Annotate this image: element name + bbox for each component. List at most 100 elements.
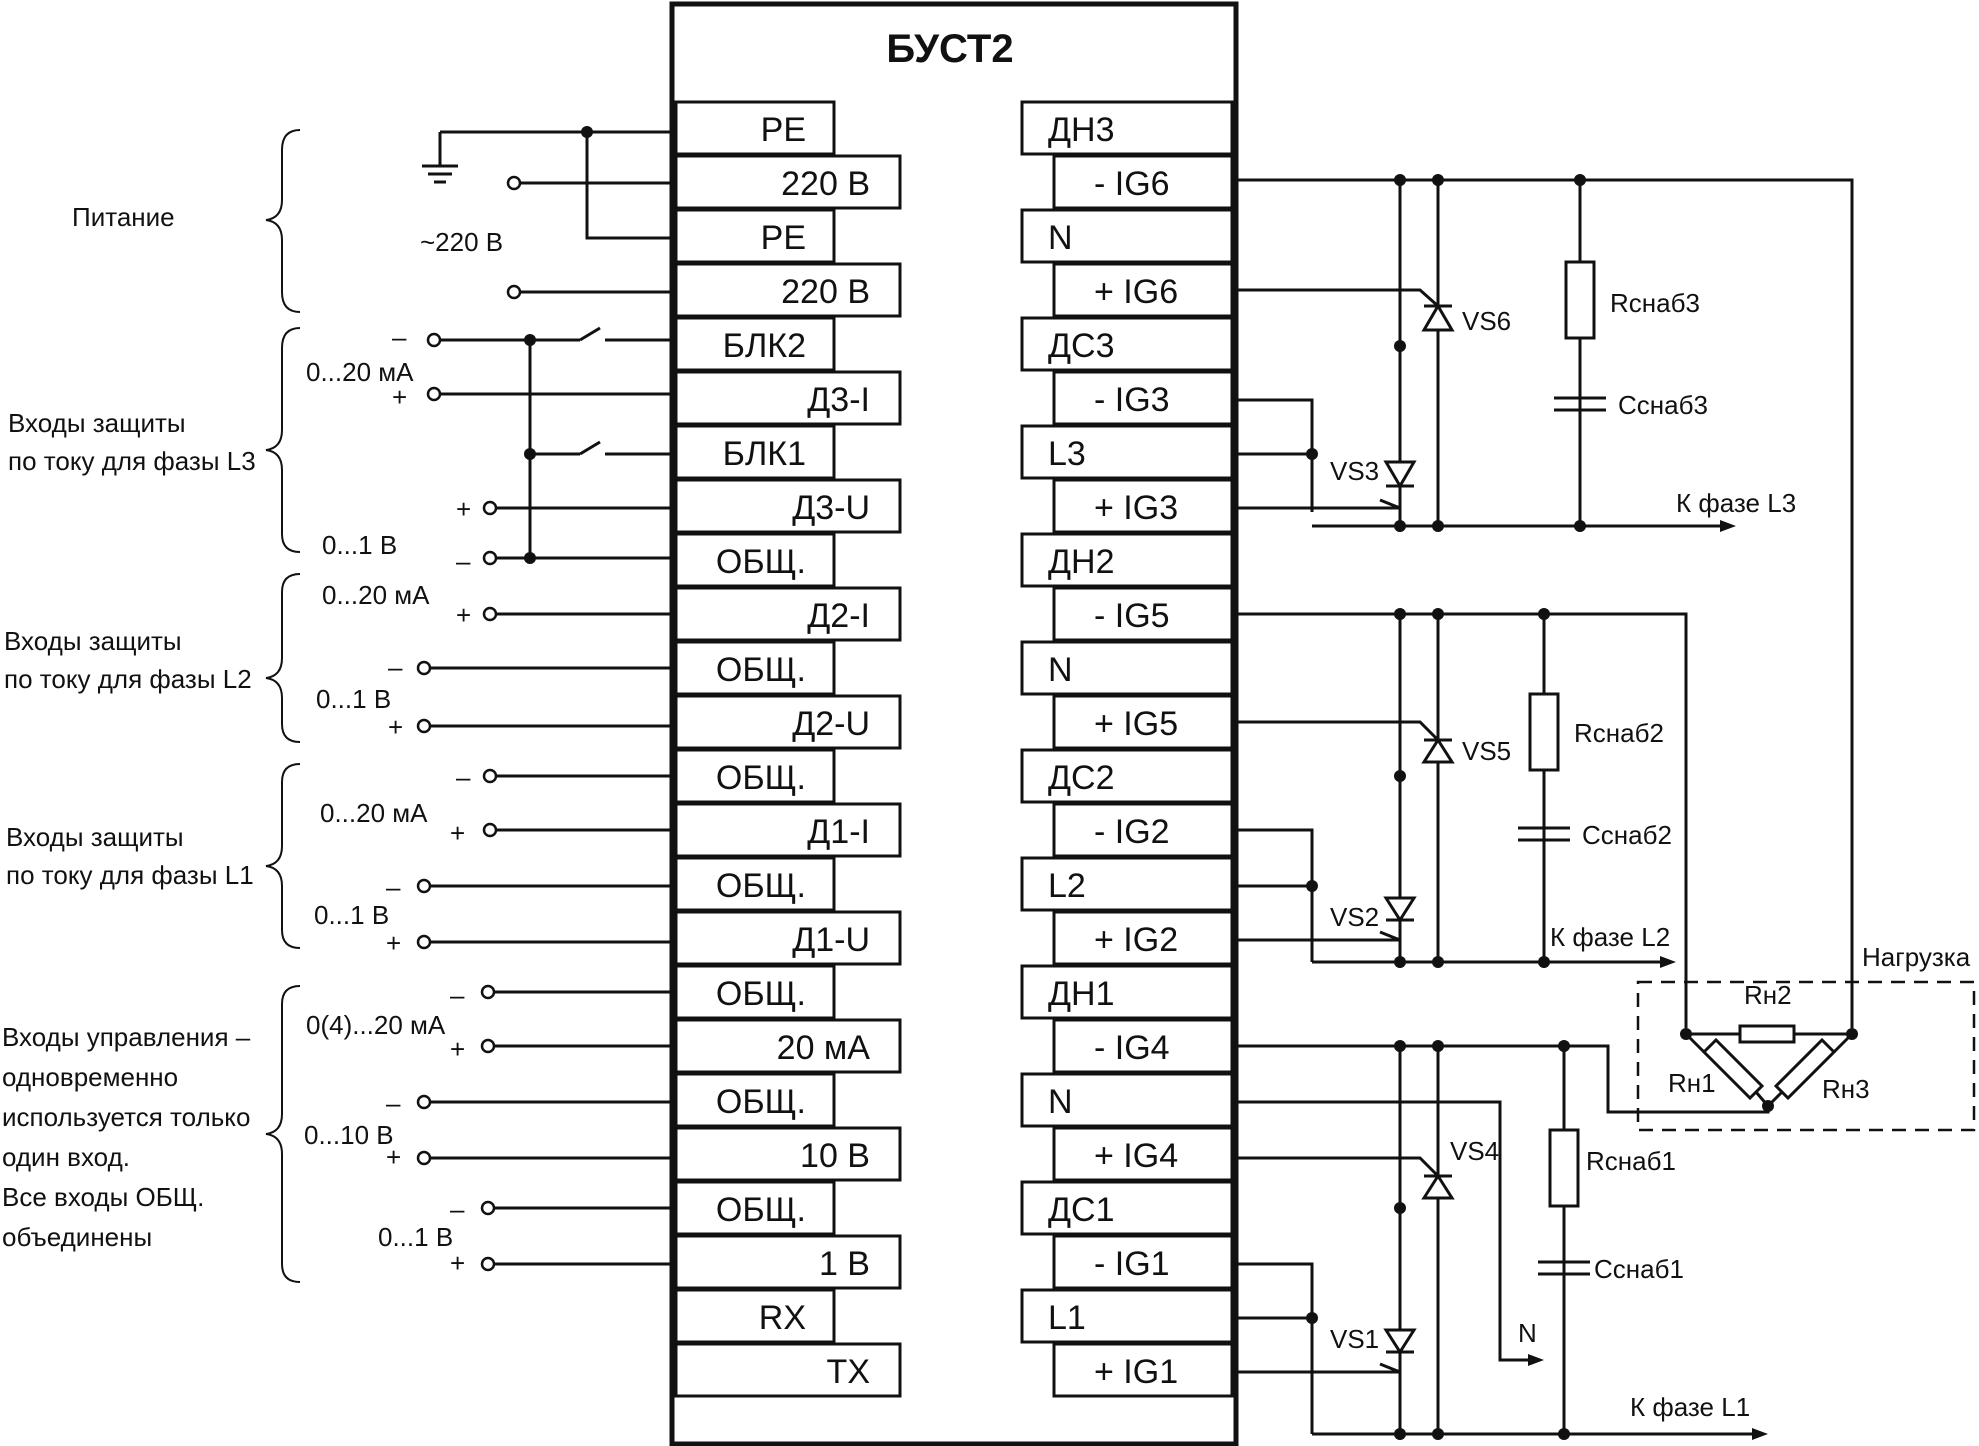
label-rn3: Rн3 xyxy=(1822,1074,1870,1104)
right-terminal-label: - IG6 xyxy=(1094,165,1170,203)
label-csnab1: Cснаб1 xyxy=(1594,1254,1684,1284)
sign-plus: + xyxy=(456,600,471,630)
right-terminal-label: L1 xyxy=(1048,1299,1086,1337)
thyristor-vs4-icon xyxy=(1421,1173,1455,1200)
right-terminal-box xyxy=(1052,154,1234,210)
right-terminal-box xyxy=(1020,640,1234,696)
resistor-rsnab3 xyxy=(1564,260,1596,340)
label-ctrl-1: Входы управления – xyxy=(2,1022,251,1052)
sign-plus: + xyxy=(450,1248,465,1278)
left-terminal-label: PE xyxy=(761,219,806,257)
label-ctrl-10v: 0...10 В xyxy=(304,1120,394,1150)
sign-plus: + xyxy=(388,712,403,742)
left-terminal-box xyxy=(674,208,836,264)
resistor-rn2 xyxy=(1738,1024,1796,1044)
right-terminal-box xyxy=(1052,1126,1234,1182)
left-terminal-box xyxy=(674,802,902,858)
left-terminal-label: ОБЩ. xyxy=(716,867,806,905)
left-terminal-label: Д2-U xyxy=(792,705,870,743)
label-rn2: Rн2 xyxy=(1744,980,1792,1010)
sign-plus: + xyxy=(392,382,407,412)
label-l2-1: Входы защиты xyxy=(4,626,182,656)
sign-minus: – xyxy=(388,652,403,682)
left-terminal-label: Д3-I xyxy=(807,381,870,419)
load-circuit: Нагрузка Rн1 Rн2 Rн3 xyxy=(1636,942,1976,1132)
label-csnab3: Cснаб3 xyxy=(1618,390,1708,420)
left-terminal-box xyxy=(674,316,836,372)
label-vs1: VS1 xyxy=(1330,1324,1379,1354)
label-vs4: VS4 xyxy=(1450,1136,1499,1166)
left-terminal-label: 10 В xyxy=(800,1137,870,1175)
right-terminal-label: ДС3 xyxy=(1048,327,1115,365)
label-vs3: VS3 xyxy=(1330,456,1379,486)
label-vs5: VS5 xyxy=(1462,736,1511,766)
right-terminal-box xyxy=(1052,1342,1234,1398)
label-rsnab3: Rснаб3 xyxy=(1610,288,1700,318)
right-terminal-box xyxy=(1052,478,1234,534)
left-terminal-label: ОБЩ. xyxy=(716,651,806,689)
sign-minus: – xyxy=(386,1088,401,1118)
label-power-voltage: ~220 В xyxy=(420,227,503,257)
left-terminal-label: ОБЩ. xyxy=(716,975,806,1013)
right-terminal-box xyxy=(1020,856,1234,912)
left-terminal-box xyxy=(674,1126,902,1182)
label-ctrl-2: одновременно xyxy=(2,1062,178,1092)
sign-minus: – xyxy=(386,872,401,902)
resistor-rsnab1 xyxy=(1548,1128,1580,1208)
left-terminal-label: БЛК1 xyxy=(723,435,806,473)
label-csnab2: Cснаб2 xyxy=(1582,820,1672,850)
thyristor-vs1-icon xyxy=(1383,1328,1417,1355)
label-ctrl-ma: 0(4)...20 мА xyxy=(306,1010,446,1040)
sign-plus: + xyxy=(450,818,465,848)
left-terminal-label: БЛК2 xyxy=(723,327,806,365)
right-terminal-box xyxy=(1020,424,1234,480)
left-terminal-box xyxy=(674,1234,902,1290)
right-terminal-label: - IG1 xyxy=(1094,1245,1170,1283)
label-l1-1: Входы защиты xyxy=(6,822,184,852)
phase-l2-circuit: VS5 VS2 Rснаб2 Cснаб2 К фазе L2 xyxy=(1236,608,1688,1028)
left-terminal-label: TX xyxy=(827,1353,870,1391)
left-terminal-box xyxy=(674,262,902,318)
label-l2-v: 0...1 В xyxy=(316,684,391,714)
label-phase-l3: К фазе L3 xyxy=(1676,488,1796,518)
right-terminal-box xyxy=(1020,316,1234,372)
sign-plus: + xyxy=(456,494,471,524)
left-terminal-label: ОБЩ. xyxy=(716,543,806,581)
label-l1-v: 0...1 В xyxy=(314,900,389,930)
left-terminal-label: 1 В xyxy=(819,1245,870,1283)
right-terminal-label: L2 xyxy=(1048,867,1086,905)
right-terminal-label: + IG5 xyxy=(1094,705,1178,743)
label-l3-ma: 0...20 мА xyxy=(306,357,414,387)
label-load: Нагрузка xyxy=(1862,942,1971,972)
right-terminal-box xyxy=(1052,1234,1234,1290)
label-l2-2: по току для фазы L2 xyxy=(4,664,252,694)
left-terminal-box xyxy=(674,1288,836,1344)
resistor-rsnab2 xyxy=(1528,692,1560,772)
label-ctrl-3: используется только xyxy=(2,1102,250,1132)
sign-plus: + xyxy=(386,1142,401,1172)
sign-minus: – xyxy=(450,980,465,1010)
brace-control xyxy=(265,985,301,1283)
left-terminal-box xyxy=(674,856,836,912)
left-terminal-box xyxy=(674,910,902,966)
right-terminal-label: ДН2 xyxy=(1048,543,1115,581)
terminal-220v-a xyxy=(506,175,522,191)
right-terminal-label: N xyxy=(1048,219,1073,257)
label-ctrl-4: один вход. xyxy=(2,1142,130,1172)
right-terminal-box xyxy=(1020,532,1234,588)
right-terminal-label: N xyxy=(1048,651,1073,689)
label-rsnab2: Rснаб2 xyxy=(1574,718,1664,748)
right-terminal-box xyxy=(1052,370,1234,426)
right-terminal-label: - IG2 xyxy=(1094,813,1170,851)
right-terminal-box xyxy=(1052,694,1234,750)
left-terminal-label: 20 мА xyxy=(777,1029,871,1067)
load-box xyxy=(1636,980,1976,1132)
label-ctrl-5: Все входы ОБЩ. xyxy=(2,1182,204,1212)
left-terminal-box xyxy=(674,370,902,426)
right-terminal-label: + IG6 xyxy=(1094,273,1178,311)
right-terminal-box xyxy=(1052,262,1234,318)
left-terminal-box xyxy=(674,478,902,534)
left-terminal-box xyxy=(674,640,836,696)
